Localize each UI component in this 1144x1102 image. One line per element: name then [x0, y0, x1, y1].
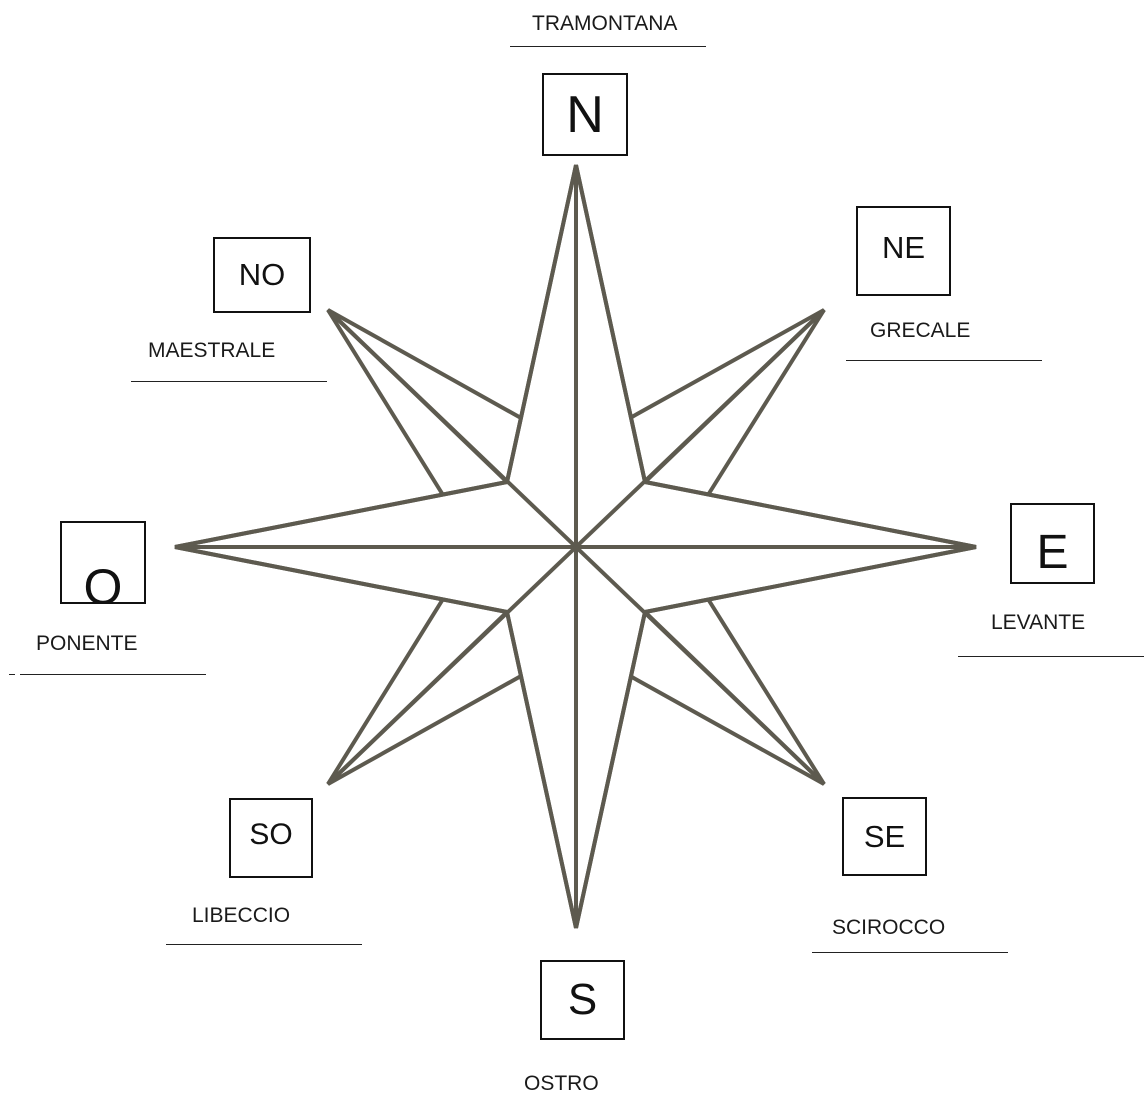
direction-label-se: SE: [864, 819, 905, 855]
direction-box-se: SE: [842, 797, 927, 876]
direction-box-no: NO: [213, 237, 311, 313]
wind-label-libeccio: LIBECCIO: [192, 905, 290, 926]
direction-box-ne: NE: [856, 206, 951, 296]
wind-label-maestrale: MAESTRALE: [148, 340, 275, 361]
answer-line-ponente-tick: [9, 674, 15, 675]
answer-line-libeccio: [166, 944, 362, 945]
wind-label-grecale: GRECALE: [870, 320, 970, 341]
direction-box-n: N: [542, 73, 628, 156]
wind-label-tramontana: TRAMONTANA: [532, 13, 677, 34]
direction-label-no: NO: [239, 257, 286, 293]
direction-box-o: O: [60, 521, 146, 604]
direction-label-so: SO: [249, 818, 292, 852]
answer-line-levante: [958, 656, 1144, 657]
direction-label-n: N: [566, 85, 604, 145]
answer-line-maestrale: [131, 381, 327, 382]
direction-box-s: S: [540, 960, 625, 1040]
direction-label-o: O: [84, 558, 123, 604]
wind-label-ostro: OSTRO: [524, 1073, 599, 1094]
direction-box-e: E: [1010, 503, 1095, 584]
direction-label-s: S: [568, 975, 597, 1025]
direction-box-so: SO: [229, 798, 313, 878]
direction-label-ne: NE: [882, 230, 925, 266]
wind-label-ponente: PONENTE: [36, 633, 138, 654]
wind-label-levante-clip: LEVANTE: [985, 612, 1115, 629]
wind-label-levante: LEVANTE: [991, 612, 1085, 629]
wind-label-scirocco: SCIROCCO: [832, 917, 945, 938]
answer-line-ponente: [20, 674, 206, 675]
answer-line-tramontana: [510, 46, 706, 47]
direction-label-e: E: [1036, 525, 1068, 580]
answer-line-scirocco: [812, 952, 1008, 953]
answer-line-grecale: [846, 360, 1042, 361]
